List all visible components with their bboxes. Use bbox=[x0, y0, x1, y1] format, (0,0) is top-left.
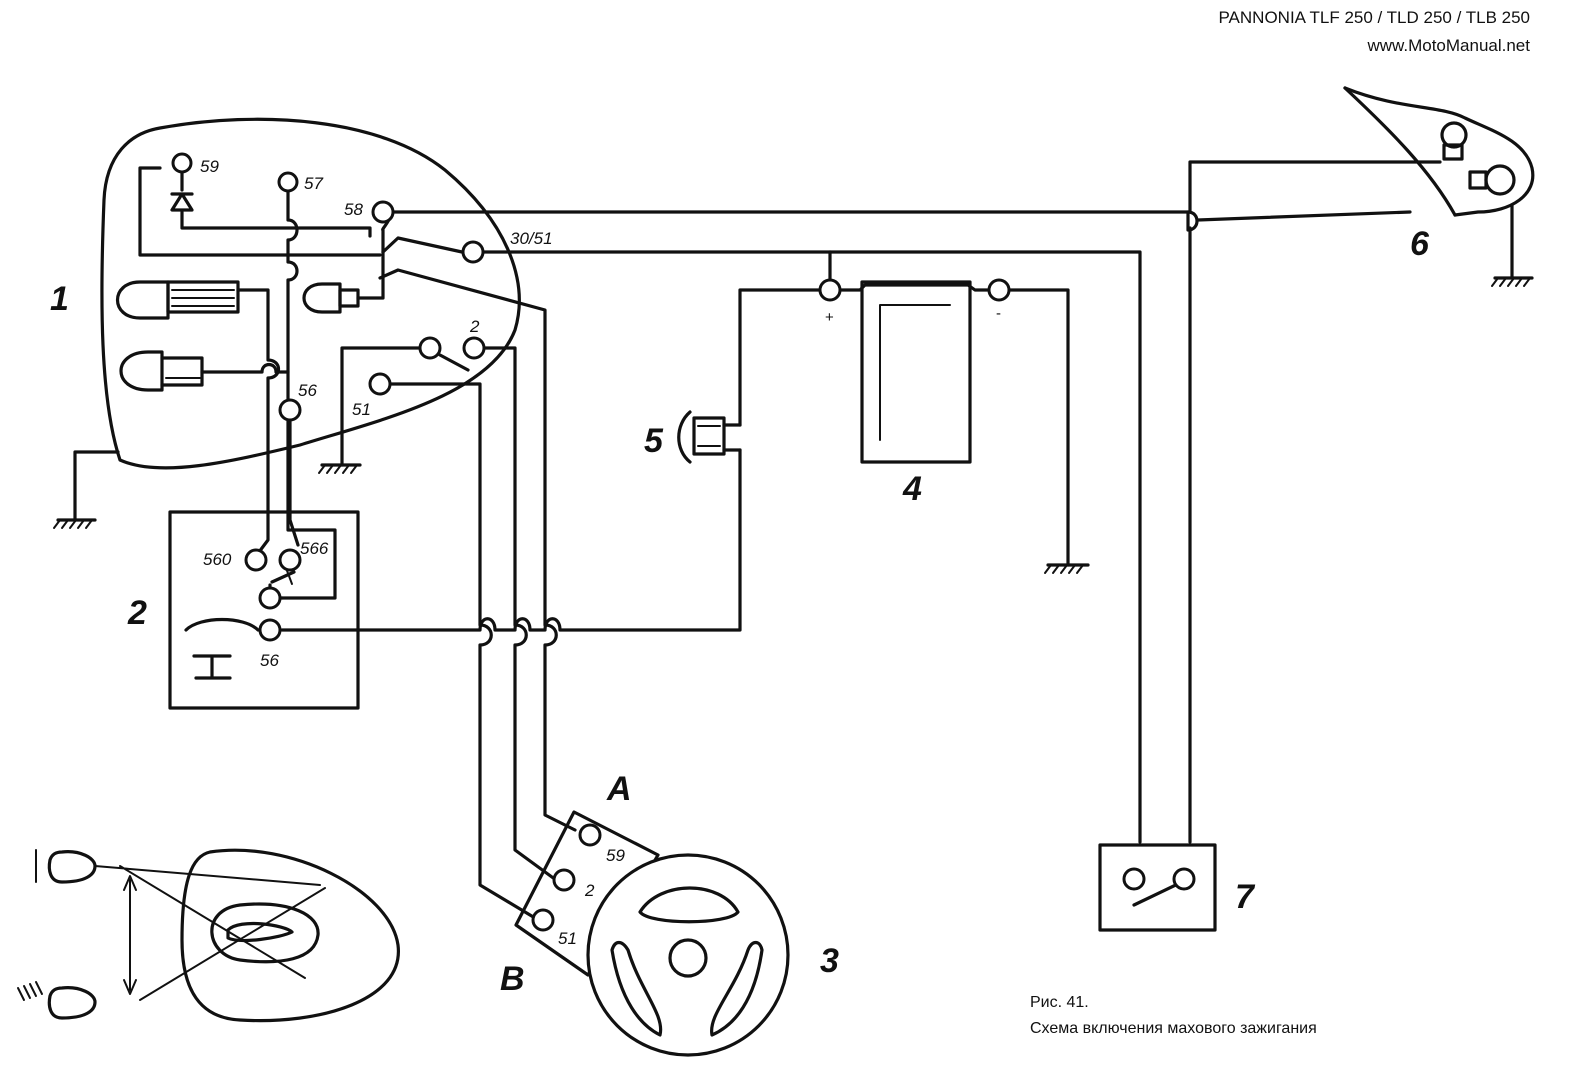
component-3-label: 3 bbox=[820, 942, 839, 980]
label-51-magneto: 51 bbox=[558, 929, 577, 948]
terminal-51 bbox=[368, 372, 392, 396]
parking-bulb-icon bbox=[302, 282, 360, 314]
terminal-headlight-switch-left bbox=[418, 336, 442, 360]
label-51: 51 bbox=[352, 400, 371, 419]
dimmer-icon bbox=[184, 617, 260, 632]
terminal-30-51 bbox=[461, 240, 485, 264]
terminal-566 bbox=[278, 548, 302, 572]
label-58: 58 bbox=[344, 200, 363, 219]
label-minus: - bbox=[996, 305, 1001, 322]
headlight-housing bbox=[100, 117, 521, 470]
label-B: B bbox=[500, 960, 525, 998]
terminal-560 bbox=[244, 548, 268, 572]
component-5-label: 5 bbox=[644, 422, 664, 460]
rear-light-housing bbox=[1343, 86, 1535, 217]
diode-icon bbox=[170, 192, 194, 212]
battery-terminal-minus bbox=[987, 278, 1011, 302]
battery-icon bbox=[860, 280, 972, 464]
terminal-switch-common bbox=[258, 586, 282, 610]
light-switch-box bbox=[168, 510, 360, 710]
terminal-59 bbox=[171, 152, 193, 174]
label-57: 57 bbox=[304, 174, 323, 193]
component-2-label: 2 bbox=[127, 594, 147, 632]
label-30-51: 30/51 bbox=[510, 229, 553, 248]
label-2: 2 bbox=[469, 317, 480, 336]
figure-caption: Схема включения махового зажигания bbox=[1030, 1020, 1317, 1037]
brake-switch-terminal-right bbox=[1172, 867, 1196, 891]
label-59: 59 bbox=[200, 157, 219, 176]
header-model: PANNONIA TLF 250 / TLD 250 / TLB 250 bbox=[1218, 8, 1530, 27]
tail-bulb-icon bbox=[1468, 164, 1516, 196]
label-566: 566 bbox=[300, 539, 329, 558]
label-2-magneto: 2 bbox=[584, 881, 595, 900]
label-560: 560 bbox=[203, 550, 232, 569]
ground-symbol-switch bbox=[318, 463, 362, 474]
terminal-56-switch bbox=[258, 618, 282, 642]
label-plus: + bbox=[825, 309, 834, 326]
brake-switch-terminal-left bbox=[1122, 867, 1146, 891]
battery-terminal-plus bbox=[818, 278, 842, 302]
headlight-bulb-upper-icon bbox=[115, 280, 240, 320]
horn-button-icon bbox=[192, 654, 232, 680]
ground-symbol-battery bbox=[1044, 563, 1090, 574]
headlight-aim-inset bbox=[17, 848, 400, 1023]
terminal-56-headlight bbox=[278, 398, 302, 422]
component-1-label: 1 bbox=[50, 280, 69, 318]
ground-symbol-rear bbox=[1491, 203, 1534, 287]
terminal-57 bbox=[277, 171, 299, 193]
component-4-label: 4 bbox=[902, 470, 922, 508]
label-56-headlight: 56 bbox=[298, 381, 317, 400]
brake-bulb-icon bbox=[1440, 121, 1468, 161]
magneto-terminal-block bbox=[514, 810, 660, 977]
component-6-label: 6 bbox=[1410, 225, 1430, 263]
label-59-magneto: 59 bbox=[606, 846, 625, 865]
magneto-terminal-59 bbox=[578, 823, 602, 847]
label-A: A bbox=[606, 770, 632, 808]
figure-number: Рис. 41. bbox=[1030, 994, 1089, 1011]
horn-icon bbox=[677, 410, 742, 464]
flywheel-icon bbox=[586, 853, 790, 1057]
header-site: www.MotoManual.net bbox=[1367, 36, 1530, 55]
label-56-switch: 56 bbox=[260, 651, 279, 670]
terminal-58 bbox=[371, 200, 395, 224]
brake-switch-box bbox=[1098, 843, 1217, 932]
terminal-2 bbox=[462, 336, 486, 360]
magneto-terminal-2 bbox=[552, 868, 576, 892]
ground-symbol-headlight bbox=[53, 450, 120, 529]
headlight-bulb-lower-icon bbox=[119, 350, 204, 392]
magneto-terminal-51 bbox=[531, 908, 555, 932]
component-7-label: 7 bbox=[1235, 878, 1256, 916]
